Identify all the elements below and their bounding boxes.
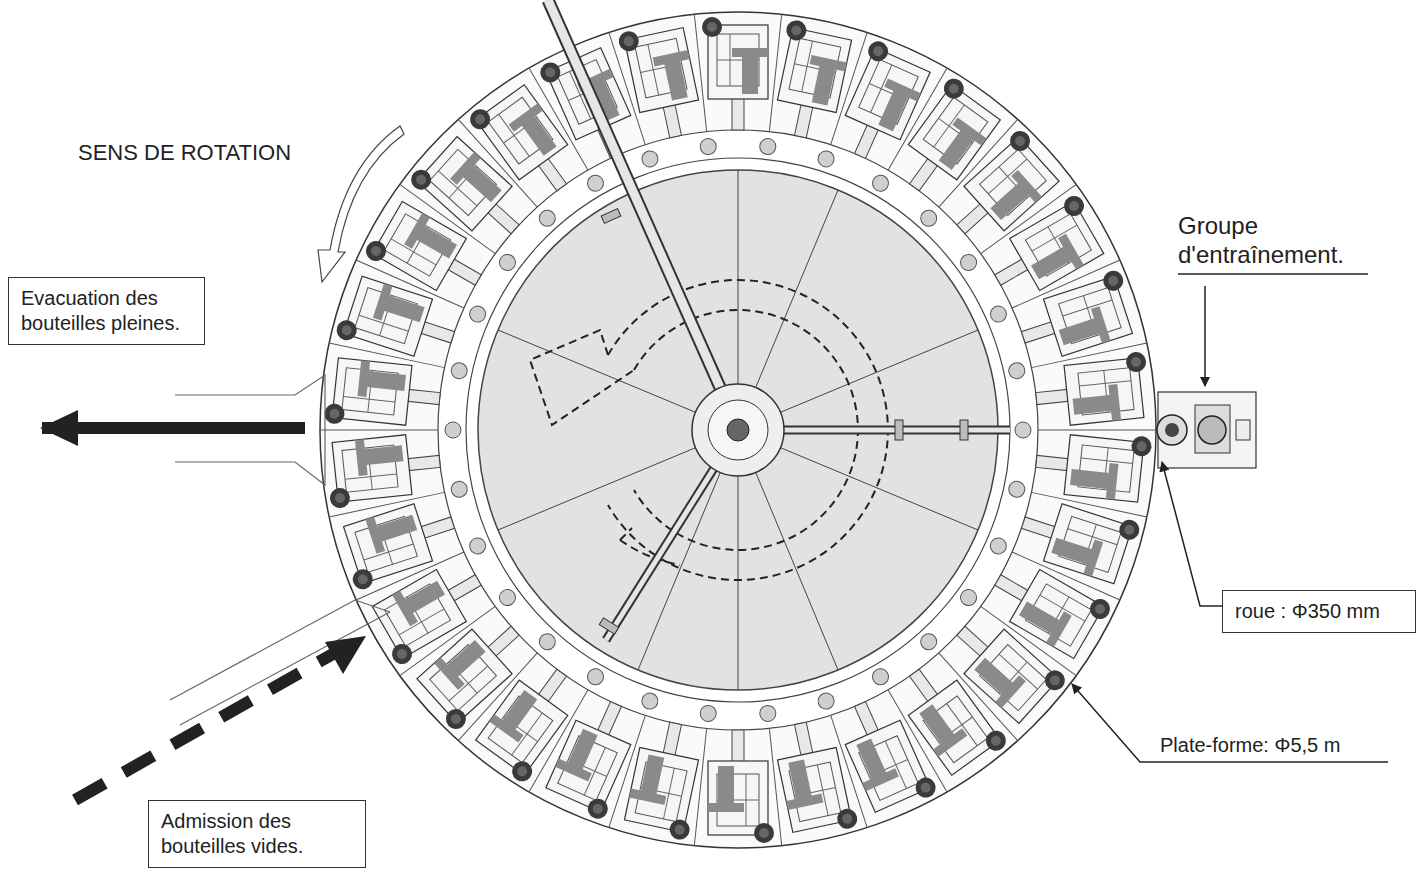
- box-text: roue : Φ350 mm: [1235, 599, 1403, 624]
- note-box: Evacuation des bouteilles pleines.: [8, 277, 205, 345]
- note-box: roue : Φ350 mm: [1222, 590, 1416, 633]
- box-text: Admission des bouteilles vides.: [161, 809, 353, 859]
- leader-lines: [1072, 274, 1388, 762]
- filling-stations: [320, 14, 1156, 845]
- platform: [320, 12, 1156, 848]
- entry-conveyor: [75, 600, 390, 800]
- drive-group: [1157, 392, 1256, 468]
- note-box: Admission des bouteilles vides.: [148, 800, 366, 868]
- rotation-arrow: [318, 126, 404, 282]
- box-text: Evacuation des bouteilles pleines.: [21, 286, 192, 336]
- drive-group-label: Groupe d'entraînement.: [1178, 212, 1378, 270]
- platform-label: Plate-forme: Φ5,5 m: [1160, 733, 1390, 757]
- exit-conveyor: [40, 375, 325, 485]
- pipes: [548, 0, 1010, 640]
- rotation-label: SENS DE ROTATION: [78, 140, 378, 166]
